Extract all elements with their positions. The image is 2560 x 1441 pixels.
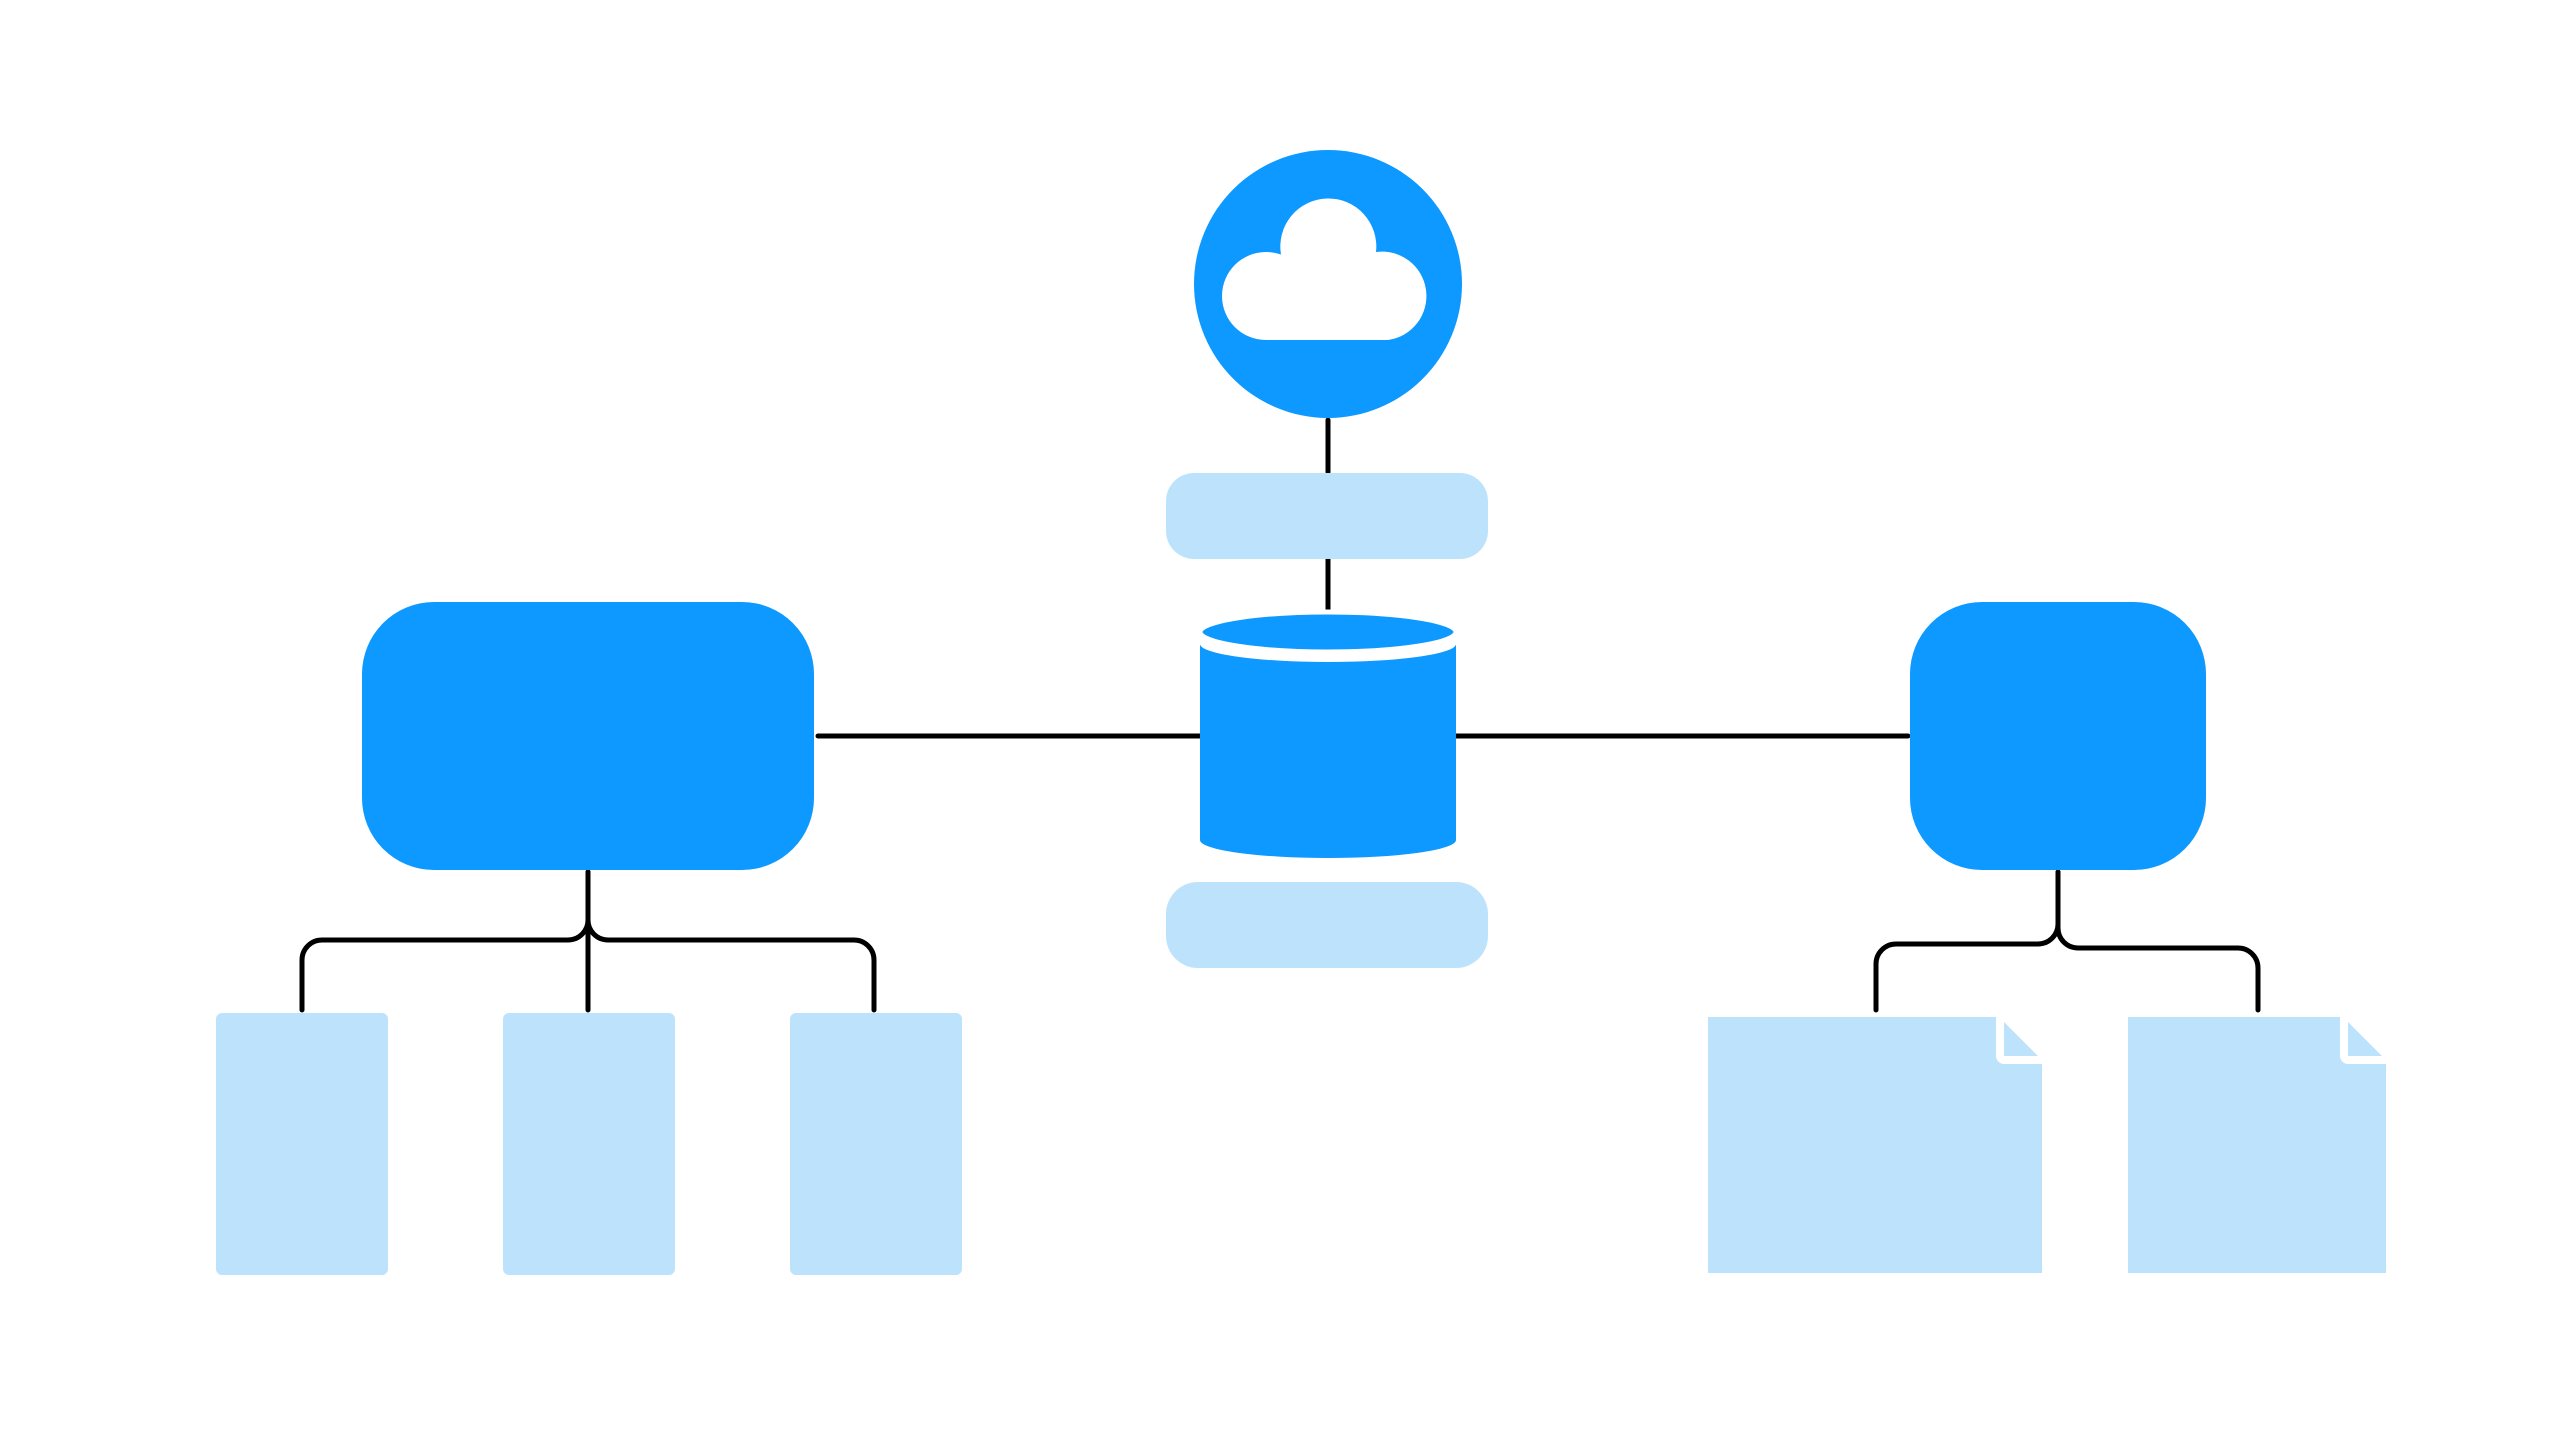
right-documents <box>1708 1017 2386 1273</box>
left-card-1 <box>216 1013 388 1275</box>
right-node <box>1910 602 2206 870</box>
left-card-2 <box>503 1013 675 1275</box>
cloud-icon <box>1222 198 1427 340</box>
database-node <box>1197 609 1459 858</box>
database-icon <box>1200 644 1456 858</box>
document-icon <box>2004 1022 2038 1056</box>
document-1-body <box>1708 1017 2042 1273</box>
database-top-label <box>1166 473 1488 559</box>
document-1 <box>1708 1017 2042 1273</box>
document-2 <box>2128 1017 2386 1273</box>
connector-right-node-to-doc-2 <box>2055 869 2261 1013</box>
connector-right-node-to-doc-1 <box>1873 869 2061 1013</box>
left-node <box>362 602 814 870</box>
document-icon <box>2348 1022 2382 1056</box>
cloud-node <box>1194 150 1462 418</box>
connectors <box>299 417 2261 1013</box>
left-cards <box>216 1013 962 1275</box>
left-card-3 <box>790 1013 962 1275</box>
database-lid <box>1197 609 1459 655</box>
connector-left-node-to-card-3 <box>585 869 877 1013</box>
document-2-body <box>2128 1017 2386 1273</box>
connector-left-node-to-card-1 <box>299 869 591 1013</box>
database-bottom-label <box>1166 882 1488 968</box>
